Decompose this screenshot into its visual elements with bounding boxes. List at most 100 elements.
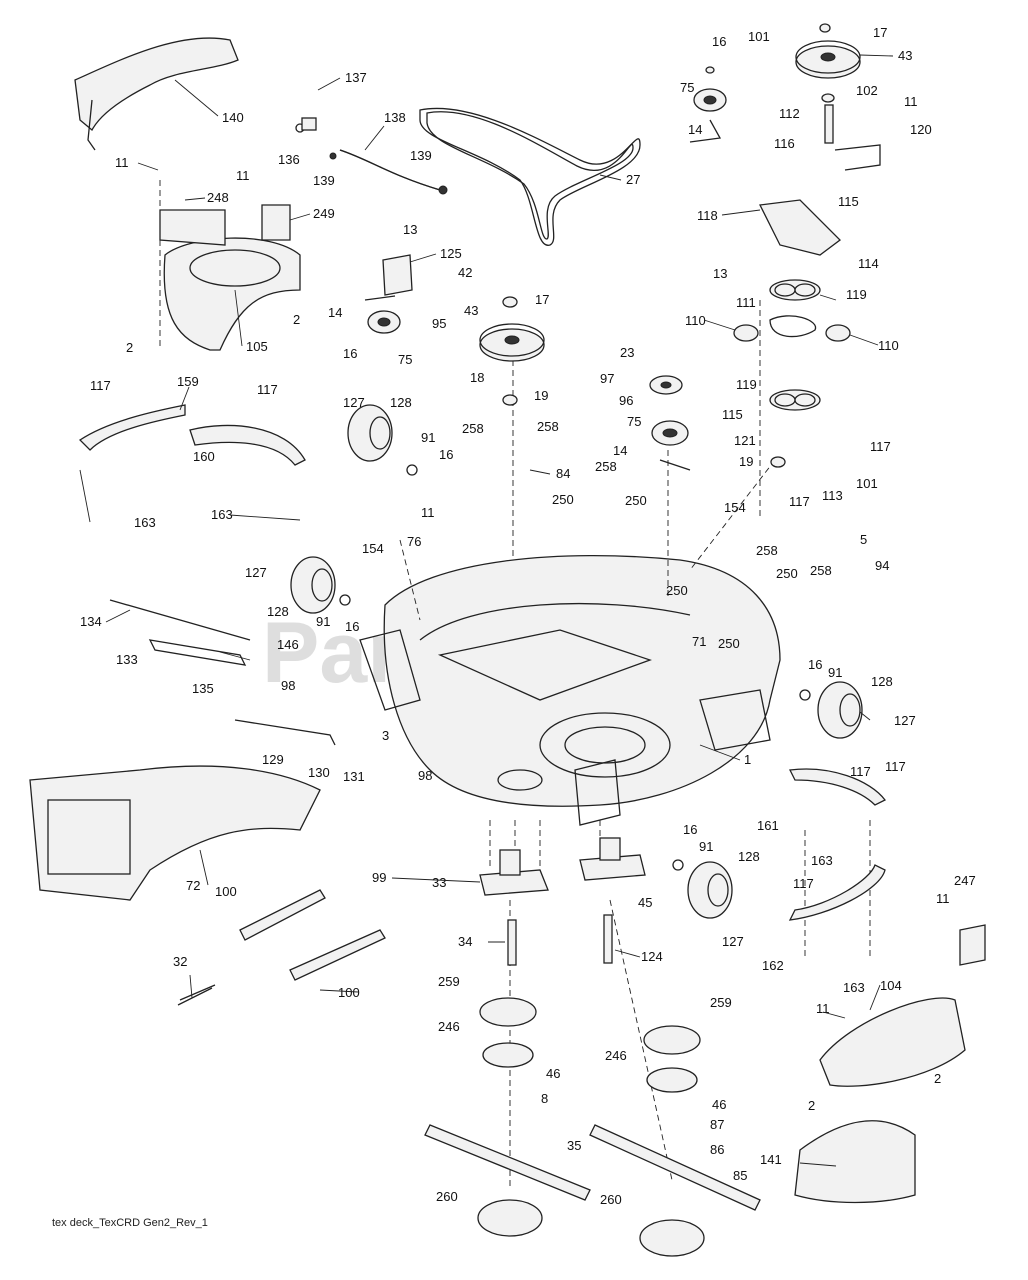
part-label: 96	[619, 393, 633, 408]
part-label: 75	[627, 414, 641, 429]
part-label: 72	[186, 878, 200, 893]
part-label: 98	[281, 678, 295, 693]
part-label: 19	[739, 454, 753, 469]
part-label: 137	[345, 70, 367, 85]
part-label: 95	[432, 316, 446, 331]
part-label: 85	[733, 1168, 747, 1183]
part-label: 2	[808, 1098, 815, 1113]
part-label: 14	[688, 122, 702, 137]
part-label: 91	[828, 665, 842, 680]
part-label: 11	[115, 155, 129, 170]
part-label: 23	[620, 345, 634, 360]
part-label: 260	[436, 1189, 458, 1204]
guards	[794, 924, 986, 1204]
part-label: 11	[904, 94, 918, 109]
part-label: 116	[774, 136, 795, 151]
part-label: 2	[934, 1071, 941, 1086]
part-label: 127	[245, 565, 267, 580]
part-label: 259	[710, 995, 732, 1010]
part-label: 248	[207, 190, 229, 205]
part-label: 2	[126, 340, 133, 355]
part-label: 260	[600, 1192, 622, 1207]
part-label: 16	[345, 619, 359, 634]
part-label: 105	[246, 339, 268, 354]
part-label: 146	[277, 637, 299, 652]
part-label: 16	[683, 822, 697, 837]
part-label: 43	[464, 303, 478, 318]
leader-lines	[79, 54, 894, 1167]
part-label: 111	[736, 295, 756, 310]
part-label: 247	[954, 873, 976, 888]
part-label: 45	[638, 895, 652, 910]
part-label: 46	[712, 1097, 726, 1112]
part-label: 250	[625, 493, 647, 508]
part-label: 17	[535, 292, 549, 307]
part-label: 128	[871, 674, 893, 689]
chute-72	[29, 765, 321, 901]
belt-27	[419, 107, 641, 246]
part-label: 5	[860, 532, 867, 547]
part-label: 117	[90, 378, 111, 393]
part-label: 76	[407, 534, 421, 549]
part-label: 128	[390, 395, 412, 410]
part-label: 16	[439, 447, 453, 462]
part-label: 117	[789, 494, 810, 509]
part-label: 91	[316, 614, 330, 629]
part-label: 127	[343, 395, 365, 410]
part-label: 13	[403, 222, 417, 237]
part-label: 104	[880, 978, 902, 993]
part-label: 258	[537, 419, 559, 434]
part-label: 114	[858, 256, 879, 271]
part-label: 136	[278, 152, 300, 167]
part-label: 133	[116, 652, 138, 667]
part-label: 101	[856, 476, 878, 491]
part-label: 117	[793, 876, 814, 891]
part-label: 140	[222, 110, 244, 125]
part-label: 246	[605, 1048, 627, 1063]
hose-138	[295, 117, 448, 195]
part-label: 19	[534, 388, 548, 403]
belt-guard-105	[159, 204, 301, 351]
pulley-43-center	[479, 296, 545, 406]
part-label: 13	[713, 266, 727, 281]
part-label: 117	[885, 759, 906, 774]
part-label: 110	[685, 313, 706, 328]
part-label: 250	[776, 566, 798, 581]
spindles	[479, 837, 646, 966]
mower-deck-housing	[359, 555, 781, 826]
part-label: 27	[626, 172, 640, 187]
part-label: 71	[692, 634, 706, 649]
part-label: 101	[748, 29, 770, 44]
part-label: 250	[718, 636, 740, 651]
skids	[78, 404, 886, 921]
part-label: 102	[856, 83, 878, 98]
part-label: 128	[267, 604, 289, 619]
part-label: 258	[756, 543, 778, 558]
part-label: 129	[262, 752, 284, 767]
part-label: 3	[382, 728, 389, 743]
part-label: 11	[236, 168, 250, 183]
part-label: 134	[80, 614, 102, 629]
part-label: 154	[362, 541, 384, 556]
part-label: 130	[308, 765, 330, 780]
deflector-140	[74, 37, 239, 151]
gearbox-assembly	[733, 144, 881, 468]
pulley-43-top	[795, 23, 861, 144]
part-label: 8	[541, 1091, 548, 1106]
part-label: 33	[432, 875, 446, 890]
part-label: 16	[343, 346, 357, 361]
part-label: 97	[600, 371, 614, 386]
part-label: 128	[738, 849, 760, 864]
part-label: 18	[470, 370, 484, 385]
part-label: 84	[556, 466, 570, 481]
rods-and-springs	[109, 599, 336, 1006]
part-label: 163	[843, 980, 865, 995]
part-label: 119	[736, 377, 757, 392]
part-label: 32	[173, 954, 187, 969]
part-label: 34	[458, 934, 472, 949]
part-label: 163	[211, 507, 233, 522]
part-label: 11	[421, 505, 435, 520]
part-label: 75	[680, 80, 694, 95]
part-label: 112	[779, 106, 800, 121]
